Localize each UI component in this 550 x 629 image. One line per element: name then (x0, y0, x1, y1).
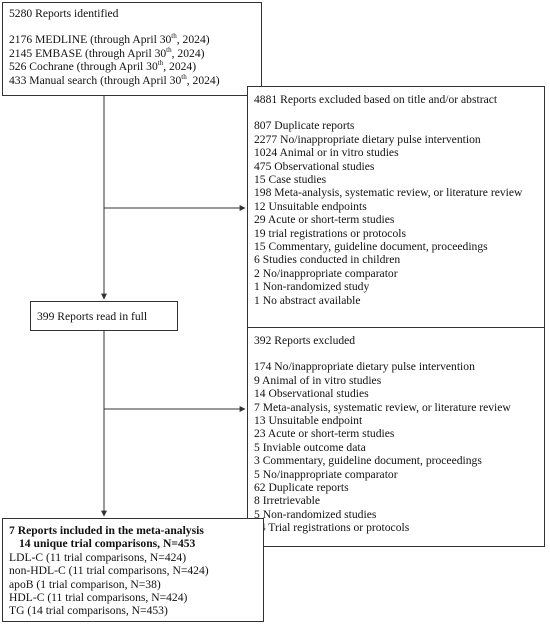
included-outcome: LDL-C (11 trial comparisons, N=424) (9, 550, 187, 564)
exclusion-reason: 7 Meta-analysis, systematic review, or l… (254, 400, 511, 414)
exclusion-reason: 29 Acute or short-term studies (254, 213, 395, 227)
exclusion-reason: 1024 Animal or in vitro studies (254, 146, 399, 160)
exclusion-reason: 5 Inviable outcome data (254, 440, 366, 454)
identified-title: 5280 Reports identified (9, 7, 119, 20)
excluded-full-heading: 392 Reports excluded (254, 334, 356, 347)
source-item: 2145 EMBASE (through April 30th, 2024) (9, 45, 205, 60)
exclusion-reason: 2277 No/inappropriate dietary pulse inte… (254, 132, 481, 146)
exclusion-reason: 12 Unsuitable endpoints (254, 199, 367, 213)
excluded-title-abstract-box: 4881 Reports excluded based on title and… (247, 86, 545, 332)
fulltext-box: 399 Reports read in full (30, 301, 178, 331)
exclusion-reason: 15 Case studies (254, 173, 327, 187)
exclusion-reason: 23 Acute or short-term studies (254, 427, 395, 441)
exclusion-reason: 3 Commentary, guideline document, procee… (254, 454, 482, 468)
exclusion-reason: 62 Duplicate reports (254, 481, 349, 495)
exclusion-reason: 1 Non-randomized study (254, 280, 370, 294)
exclusion-reason: 2 No/inappropriate comparator (254, 266, 398, 280)
exclusion-reason: 807 Duplicate reports (254, 119, 355, 133)
exclusion-reason: 9 Animal of in vitro studies (254, 373, 382, 387)
excluded-fulltext-box: 392 Reports excluded 174 No/inappropriat… (247, 327, 545, 547)
exclusion-reason: 14 Observational studies (254, 387, 369, 401)
exclusion-reason: 6 Studies conducted in children (254, 253, 401, 267)
included-title: 7 Reports included in the meta-analysis (9, 524, 204, 537)
exclusion-reason: 8 Irretrievable (254, 494, 320, 508)
identified-box: 5280 Reports identified 2176 MEDLINE (th… (2, 2, 262, 96)
exclusion-reason: 64 Trial registrations or protocols (254, 521, 410, 535)
included-box: 7 Reports included in the meta-analysis … (2, 518, 264, 622)
included-outcome: non-HDL-C (11 trial comparisons, N=424) (9, 564, 209, 578)
included-outcome: apoB (1 trial comparison, N=38) (9, 577, 161, 591)
excluded-title-heading: 4881 Reports excluded based on title and… (254, 93, 498, 106)
exclusion-reason: 198 Meta-analysis, systematic review, or… (254, 186, 523, 200)
fulltext-title: 399 Reports read in full (37, 310, 148, 323)
exclusion-reason: 5 No/inappropriate comparator (254, 467, 398, 481)
source-item: 433 Manual search (through April 30th, 2… (9, 72, 220, 87)
exclusion-reason: 5 Non-randomized studies (254, 507, 377, 521)
excluded-full-reason-list: 174 No/inappropriate dietary pulse inter… (254, 360, 538, 534)
exclusion-reason: 13 Unsuitable endpoint (254, 414, 363, 428)
source-item: 526 Cochrane (through April 30th, 2024) (9, 59, 197, 74)
source-item: 2176 MEDLINE (through April 30th, 2024) (9, 32, 210, 47)
included-subtitle: 14 unique trial comparisons, N=453 (19, 537, 196, 551)
exclusion-reason: 1 No abstract available (254, 293, 361, 307)
exclusion-reason: 15 Commentary, guideline document, proce… (254, 240, 488, 254)
exclusion-reason: 475 Observational studies (254, 159, 375, 173)
exclusion-reason: 174 No/inappropriate dietary pulse inter… (254, 360, 475, 374)
included-outcome: HDL-C (11 trial comparisons, N=424) (9, 591, 188, 605)
included-outcome: TG (14 trial comparisons, N=453) (9, 604, 168, 618)
included-outcome-list: LDL-C (11 trial comparisons, N=424)non-H… (9, 551, 257, 618)
exclusion-reason: 19 trial registrations or protocols (254, 226, 406, 240)
